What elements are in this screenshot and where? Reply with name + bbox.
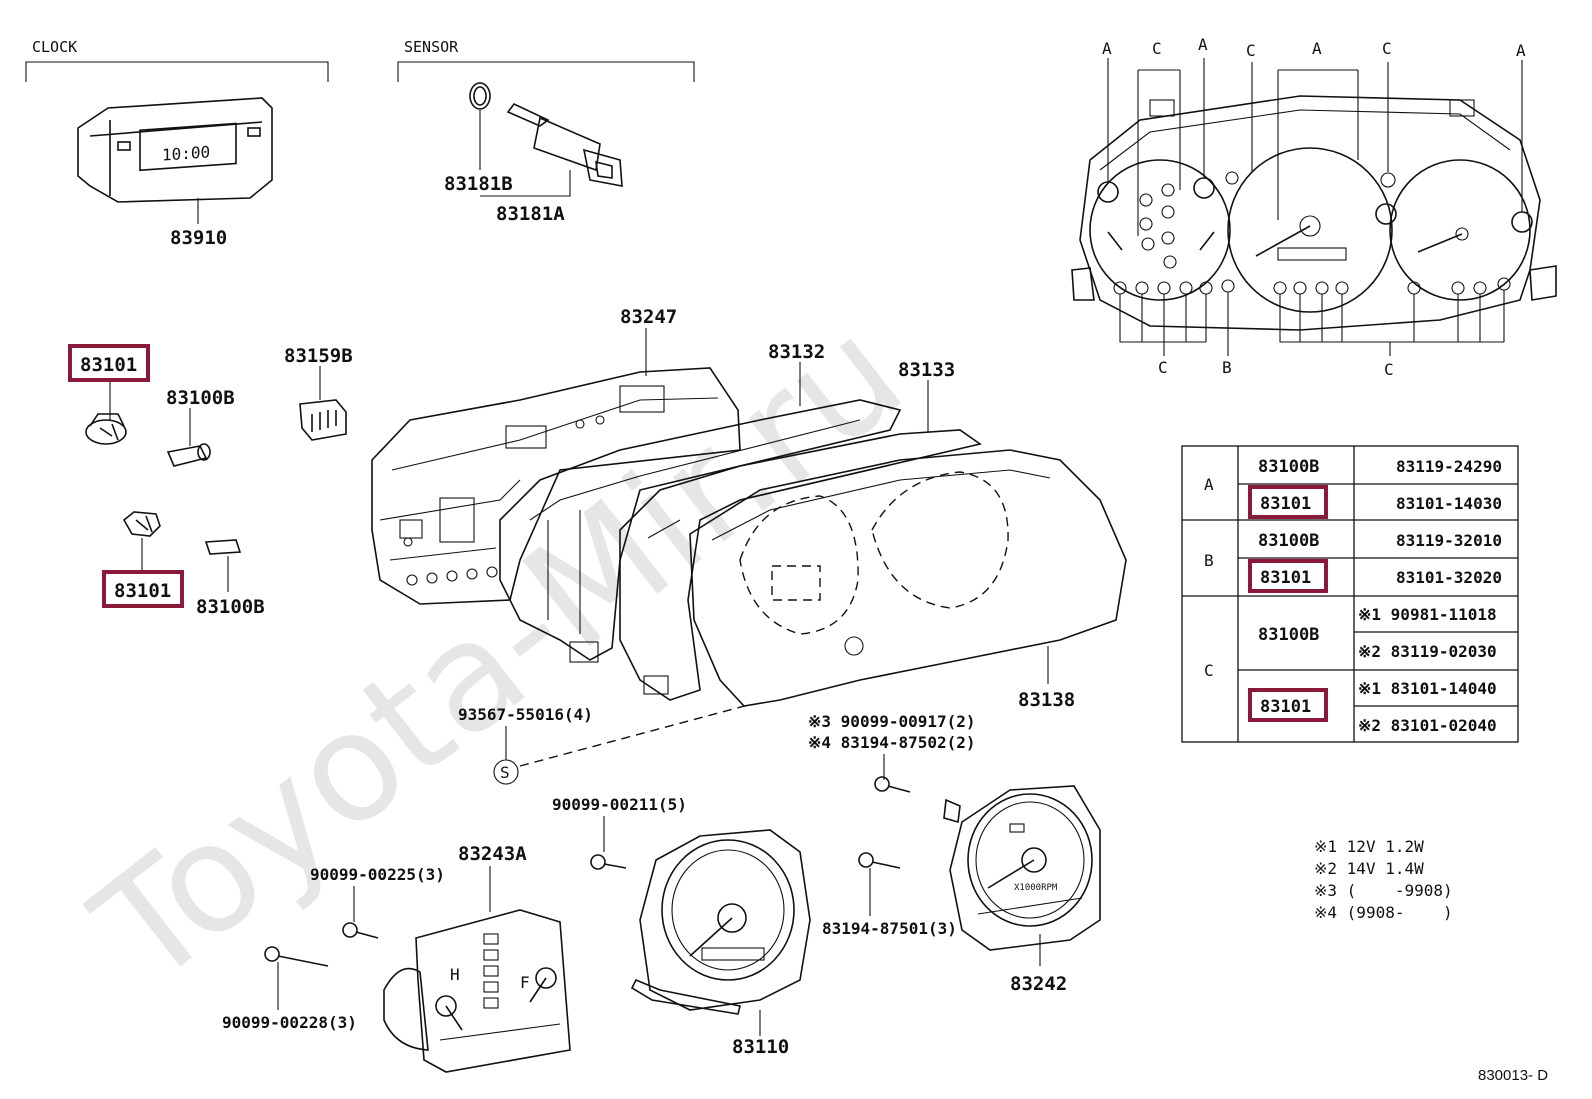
socket-icon-bottom xyxy=(122,511,161,537)
loc-letter-6: C xyxy=(1382,39,1392,58)
clock-header: CLOCK xyxy=(32,38,77,56)
table-highlight-1 xyxy=(1248,485,1328,519)
glass-drawing xyxy=(689,449,1127,707)
speedometer-drawing xyxy=(630,829,811,1015)
part-83100B-top: 83100B xyxy=(166,387,235,409)
screw-icon-c xyxy=(342,922,379,939)
cluster-assembly: 83247 83132 83133 83138 93567-55016(4) S xyxy=(371,306,1127,785)
part-90099-00228: 90099-00228(3) xyxy=(222,1013,357,1032)
temp-h-label: H xyxy=(450,965,460,984)
table-group-c: C xyxy=(1204,661,1214,680)
part-83181A: 83181A xyxy=(496,203,565,225)
bulb-location-diagram: A C A C A C A C B C xyxy=(1071,35,1557,379)
part-83194-87502: ※4 83194-87502(2) xyxy=(808,733,976,752)
part-83110: 83110 xyxy=(732,1036,789,1058)
loc-letter-bottom-c2: C xyxy=(1384,360,1394,379)
part-90099-00917: ※3 90099-00917(2) xyxy=(808,712,976,731)
highlight-83101-bottom xyxy=(102,570,184,608)
part-83133: 83133 xyxy=(898,359,955,381)
note-2: ※2 14V 1.4W xyxy=(1314,859,1424,878)
screw-icon-b xyxy=(590,854,627,870)
table-row-3-code: 83119-32010 xyxy=(1396,531,1502,550)
part-90099-00225: 90099-00225(3) xyxy=(310,865,445,884)
part-83247: 83247 xyxy=(620,306,677,328)
screw-icon-a xyxy=(874,776,911,793)
part-83101-bottom: 83101 xyxy=(114,580,171,602)
clock-part-drawing: 10:00 xyxy=(77,97,273,203)
bulbs-group: 83101 83100B 83101 83100B 83159B xyxy=(68,344,353,618)
plate-drawing xyxy=(619,429,982,701)
table-row-7-code: ※1 83101-14040 xyxy=(1358,679,1497,698)
gauges-group: ※3 90099-00917(2) ※4 83194-87502(2) 9009… xyxy=(222,712,1101,1073)
part-83194-87501: 83194-87501(3) xyxy=(822,919,957,938)
temp-fuel-gauge-drawing: H F xyxy=(383,909,571,1073)
part-83159B: 83159B xyxy=(284,345,353,367)
highlight-83101-top xyxy=(68,344,150,382)
part-83132: 83132 xyxy=(768,341,825,363)
clock-group: CLOCK 10:00 83910 xyxy=(25,38,329,249)
part-93567: 93567-55016(4) xyxy=(458,705,593,724)
bulb-icon-bottom xyxy=(204,539,242,555)
speed-sensor-drawing xyxy=(506,102,623,187)
bulb-icon-top xyxy=(166,443,211,467)
fuel-f-label: F xyxy=(520,973,530,992)
table-group-a: A xyxy=(1204,475,1214,494)
bulb-table: A B C 83100B 83119-24290 83101 83101-140… xyxy=(1181,445,1519,743)
part-83138: 83138 xyxy=(1018,689,1075,711)
table-row-1-part: 83100B xyxy=(1258,457,1319,477)
screw-icon-e xyxy=(858,852,901,869)
tach-unit-label: X1000RPM xyxy=(1014,883,1058,893)
s-marker-icon xyxy=(493,759,519,785)
loc-letter-bottom-b: B xyxy=(1222,358,1232,377)
table-row-1-code: 83119-24290 xyxy=(1396,457,1502,476)
sensor-header: SENSOR xyxy=(404,38,459,56)
loc-letter-bottom-c1: C xyxy=(1158,358,1168,377)
loc-letter-2: C xyxy=(1152,39,1162,58)
table-highlight-2 xyxy=(1248,559,1328,593)
diagram-code: 830013- D xyxy=(1478,1067,1548,1084)
part-83243A: 83243A xyxy=(458,843,527,865)
screw-icon-d xyxy=(264,946,329,967)
note-3: ※3 ( -9908) xyxy=(1314,881,1453,900)
loc-letter-7: A xyxy=(1516,41,1526,60)
table-row-5-part: 83100B xyxy=(1258,625,1319,645)
part-83100B-bottom: 83100B xyxy=(196,596,265,618)
s-marker: S xyxy=(500,763,510,782)
clock-display-text: 10:00 xyxy=(162,142,210,164)
case-drawing xyxy=(499,399,902,663)
table-row-2-code: 83101-14030 xyxy=(1396,494,1502,513)
loc-letter-3: A xyxy=(1198,35,1208,54)
table-row-3-part: 83100B xyxy=(1258,531,1319,551)
table-row-5-code: ※1 90981-11018 xyxy=(1358,605,1497,624)
table-row-2-part: 83101 xyxy=(1260,494,1311,514)
part-90099-00211: 90099-00211(5) xyxy=(552,795,687,814)
part-83242: 83242 xyxy=(1010,973,1067,995)
part-83910: 83910 xyxy=(170,227,227,249)
table-highlight-3 xyxy=(1248,688,1328,722)
note-1: ※1 12V 1.2W xyxy=(1314,837,1424,856)
table-group-b: B xyxy=(1204,551,1214,570)
loc-letter-4: C xyxy=(1246,41,1256,60)
table-row-4-part: 83101 xyxy=(1260,568,1311,588)
notes: ※1 12V 1.2W ※2 14V 1.4W ※3 ( -9908) ※4 (… xyxy=(1314,837,1453,922)
table-row-6-code: ※2 83119-02030 xyxy=(1358,642,1497,661)
table-row-4-code: 83101-32020 xyxy=(1396,568,1502,587)
loc-letter-5: A xyxy=(1312,39,1322,58)
table-row-7-part: 83101 xyxy=(1260,697,1311,717)
note-4: ※4 (9908- ) xyxy=(1314,903,1453,922)
socket-icon-top xyxy=(85,413,127,445)
printed-circuit-drawing xyxy=(371,367,741,605)
part-83101-top: 83101 xyxy=(80,354,137,376)
loc-letter-1: A xyxy=(1102,39,1112,58)
table-row-8-code: ※2 83101-02040 xyxy=(1358,716,1497,735)
tachometer-drawing: X1000RPM xyxy=(943,785,1101,951)
part-83181B: 83181B xyxy=(444,173,513,195)
sensor-group: SENSOR 83181B 83181A xyxy=(397,38,695,225)
o-ring-icon xyxy=(469,82,491,110)
connector-icon xyxy=(299,399,347,441)
